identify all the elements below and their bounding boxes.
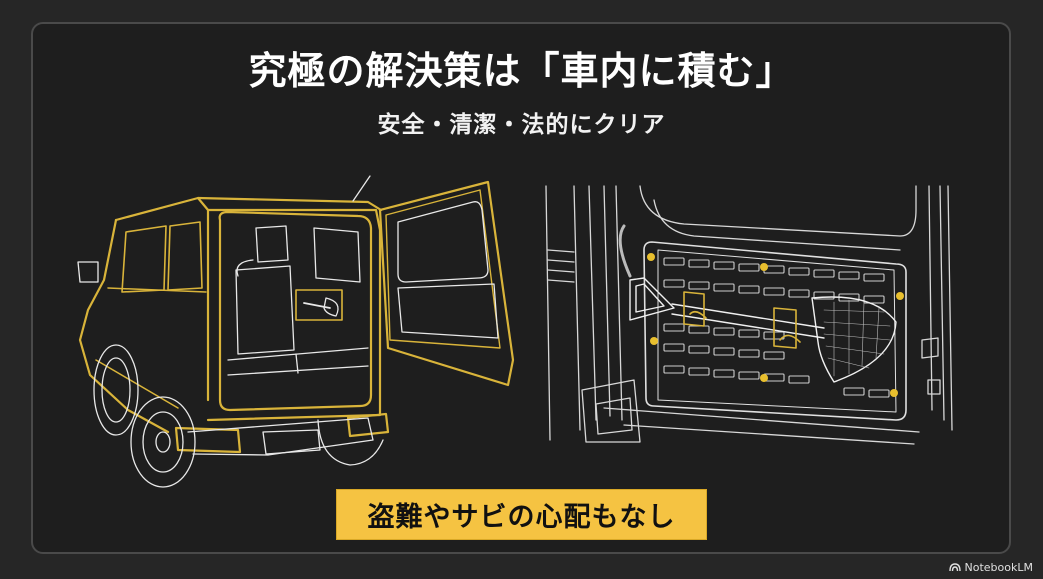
notebooklm-logo-icon	[948, 563, 961, 572]
shovel-mounted-molle-panel-line-art-icon	[544, 180, 956, 452]
slide-subtitle: 安全・清潔・法的にクリア	[377, 112, 666, 138]
watermark-label: NotebookLM	[964, 561, 1033, 574]
notebooklm-watermark: NotebookLM	[948, 561, 1033, 574]
jimny-rear-open-cargo-line-art-icon	[68, 170, 518, 490]
banner-text: 盗難やサビの心配もなし	[367, 502, 676, 533]
highlight-banner: 盗難やサビの心配もなし	[336, 489, 707, 540]
slide-title: 究極の解決策は「車内に積む」	[248, 49, 795, 93]
